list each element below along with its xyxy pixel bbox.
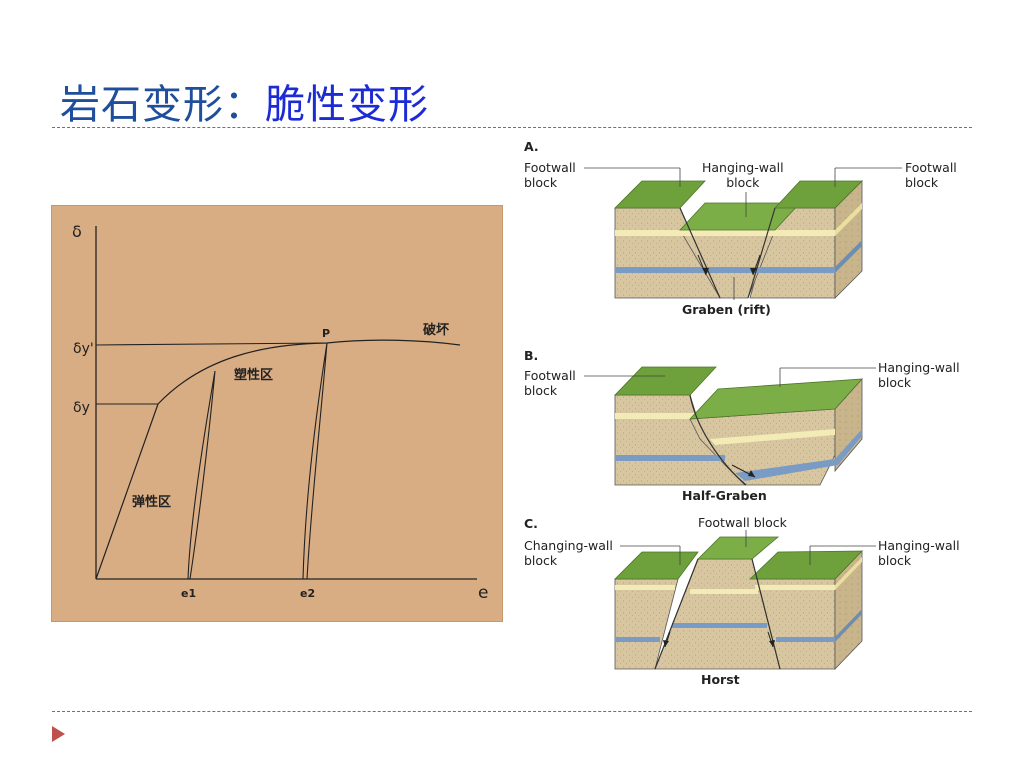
horst-right-label: Hanging-wall block [878,538,960,568]
half-graben-caption: Half-Graben [682,488,767,503]
unload-loop-2 [303,343,327,579]
play-triangle-icon[interactable] [52,726,65,742]
yield-label: δy [73,400,90,416]
unload-loop-1 [188,371,215,579]
horst-center-top [698,537,778,559]
graben-caption: Graben (rift) [682,302,771,317]
title-prefix: 岩石变形： [60,82,265,128]
page-title: 岩石变形：脆性变形 [60,72,429,130]
graben-letter: A. [524,139,539,154]
point-p-label: P [322,327,330,340]
half-graben-layer-cream [615,413,695,419]
elastic-zone-label: 弹性区 [132,494,171,510]
horst-left-label: Changing-wall block [524,538,613,568]
graben-left-top [615,181,705,208]
stress-strain-svg: δ δy' δy P 破坏 塑性区 弹性区 e1 e2 e [52,206,504,623]
graben-right-label: Footwall block [905,160,957,190]
horst-center-label: Footwall block [698,515,787,530]
yield-prime-label: δy' [73,341,94,357]
half-graben-left-label: Footwall block [524,368,576,398]
e2-label: e2 [300,587,315,600]
stress-curve [158,340,460,404]
horst-letter: C. [524,516,538,531]
half-graben-right-label: Hanging-wall block [878,360,960,390]
elastic-line [96,404,158,579]
horst-diagram [615,530,876,669]
half-graben-diagram [584,367,876,485]
y-axis-label: δ [72,222,82,241]
half-graben-layer-blue [615,455,725,461]
stress-strain-diagram: δ δy' δy P 破坏 塑性区 弹性区 e1 e2 e [51,205,503,622]
fault-diagrams: A. Footwall block Hanging-wall block Foo… [520,137,980,697]
plastic-zone-label: 塑性区 [234,367,273,383]
half-graben-letter: B. [524,348,538,363]
graben-center-label: Hanging-wall block [702,160,784,190]
half-graben-left-top [615,367,716,395]
horst-left-top [615,552,698,579]
x-axis-label: e [478,583,488,603]
e1-label: e1 [181,587,196,600]
graben-layer-blue [615,267,835,273]
graben-layer-cream [615,230,835,236]
horst-caption: Horst [701,672,740,687]
fracture-label: 破坏 [423,322,449,338]
bottom-divider [52,711,972,712]
graben-left-label: Footwall block [524,160,576,190]
title-emphasis: 脆性变形 [265,82,429,128]
top-divider [52,127,972,128]
fault-svg [520,137,980,697]
